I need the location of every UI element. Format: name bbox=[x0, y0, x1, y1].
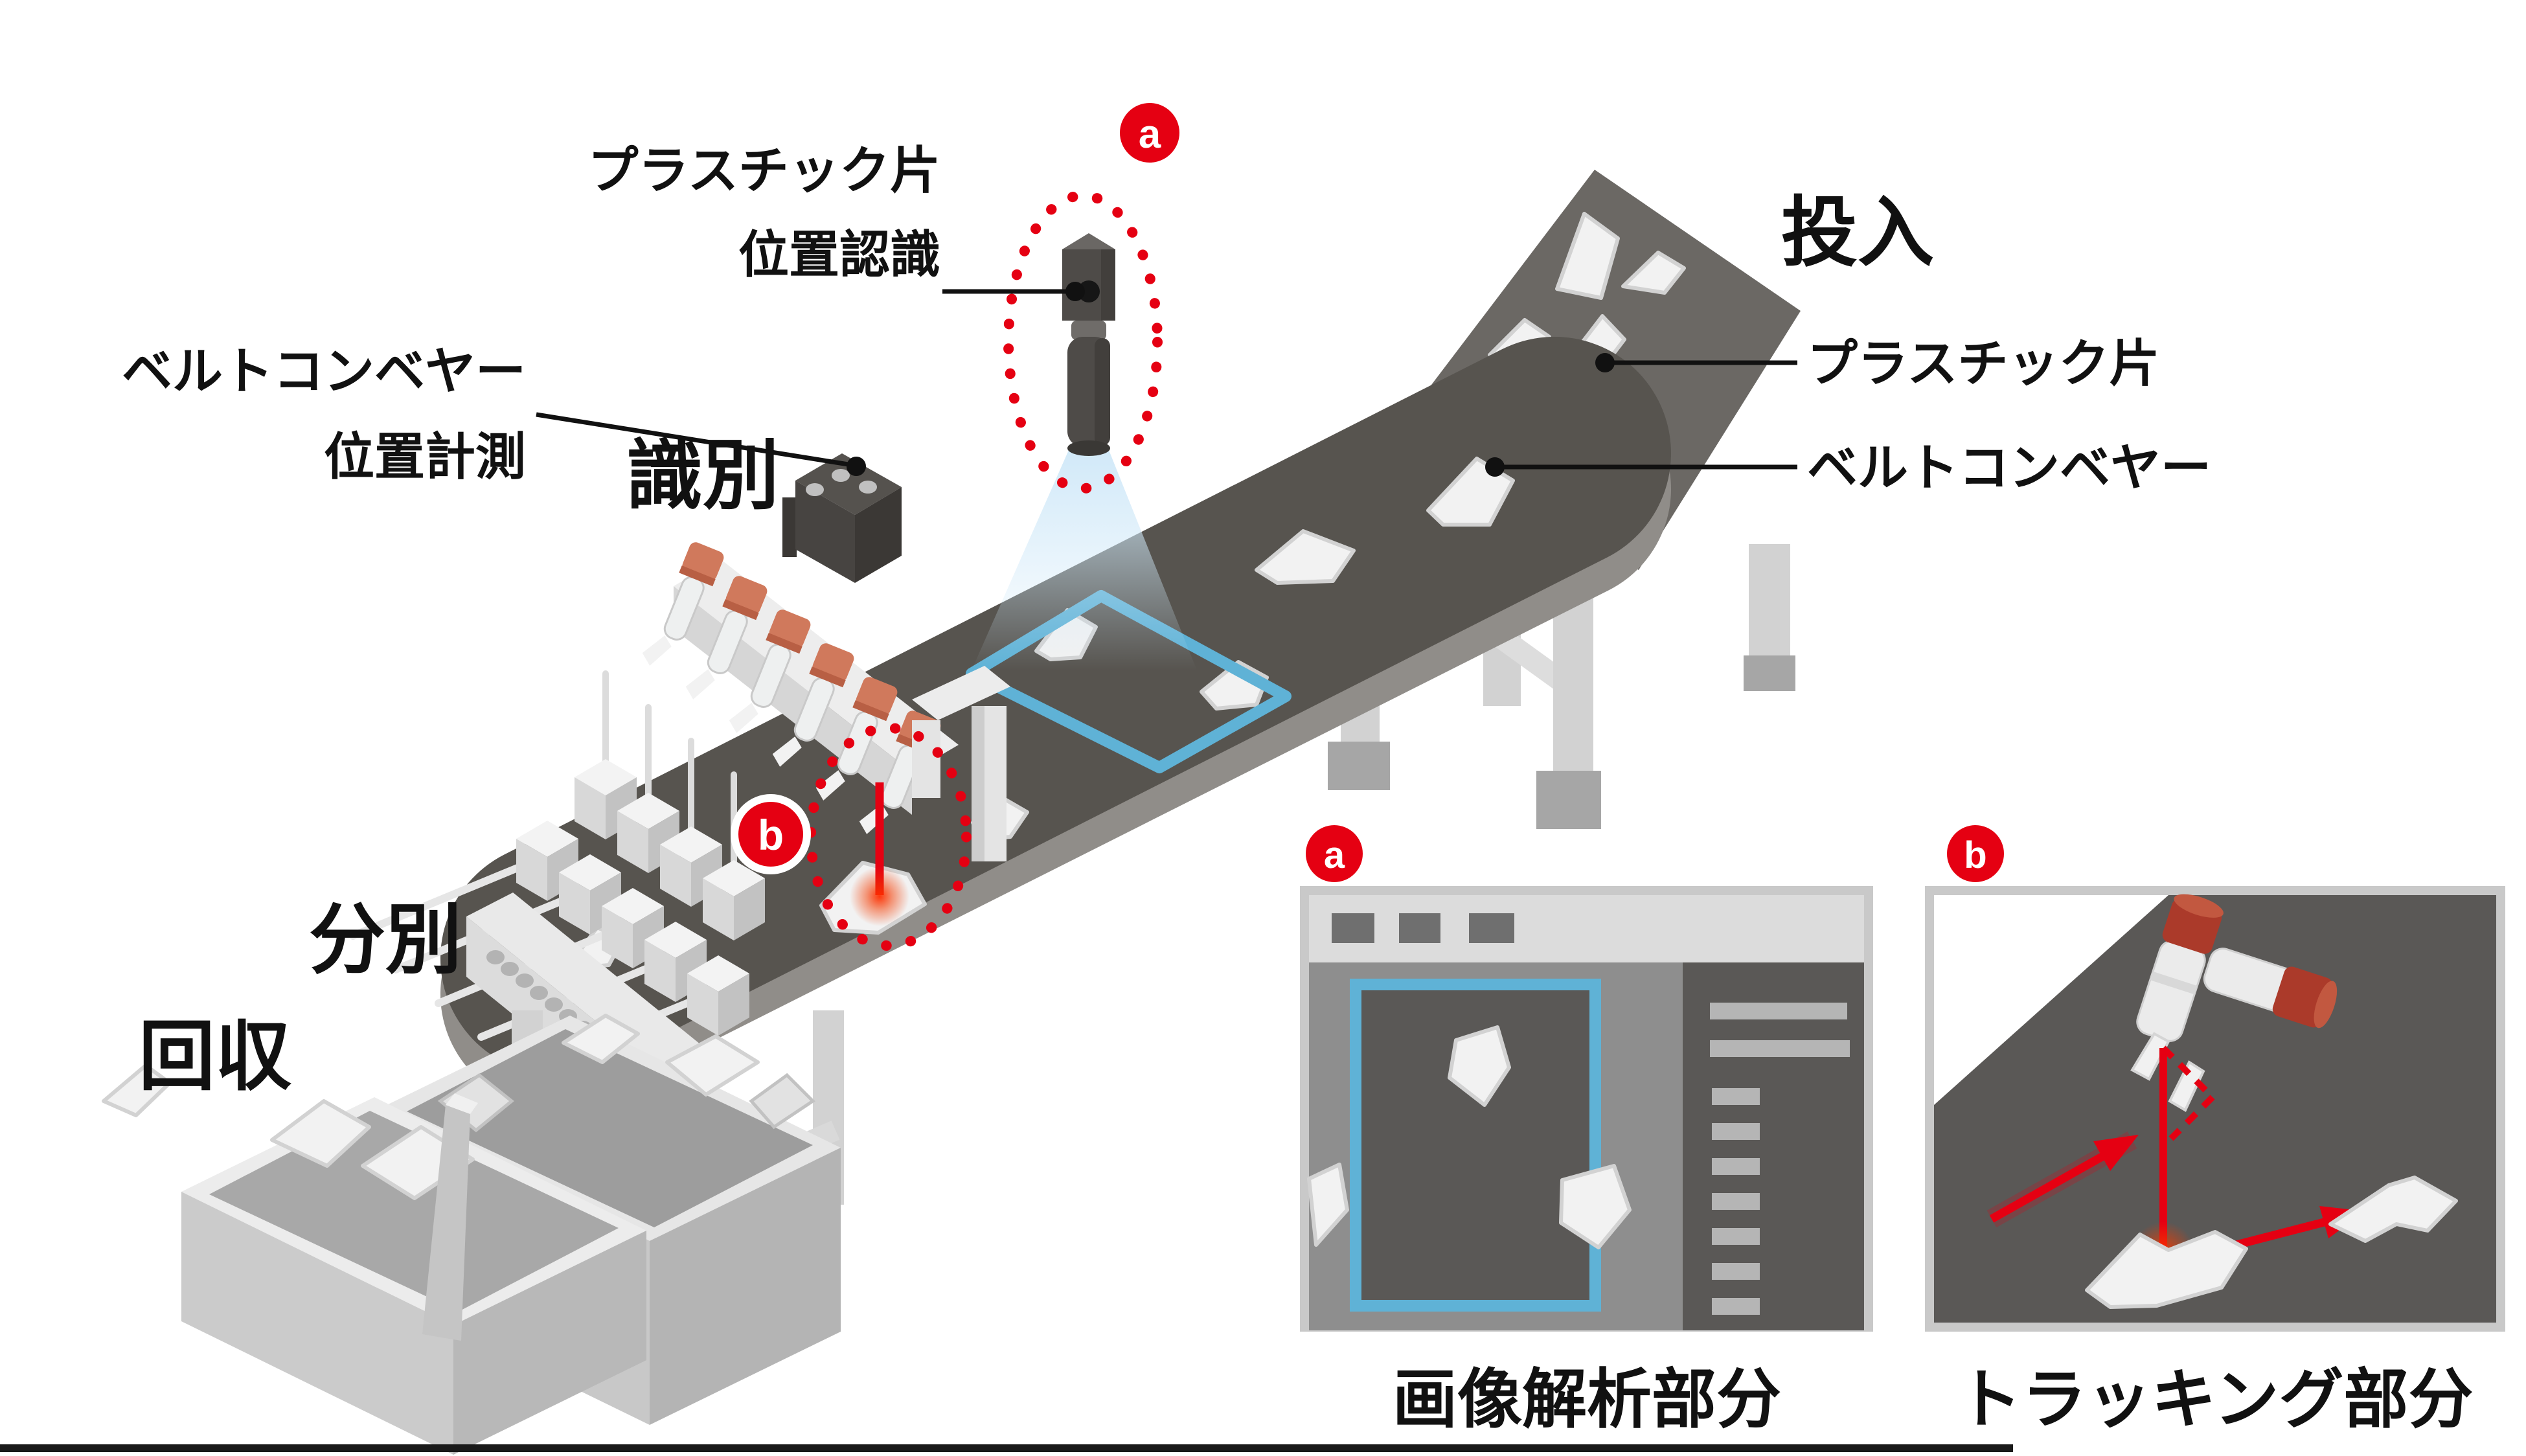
encoder-sensor bbox=[782, 453, 902, 583]
stage-identify: 識別 bbox=[626, 433, 779, 519]
badge-a-main: a bbox=[1120, 103, 1179, 163]
sorting-station bbox=[349, 542, 1010, 1075]
camera-light-cone bbox=[972, 450, 1197, 670]
collection-bins bbox=[102, 1014, 841, 1455]
bottom-divider bbox=[0, 1444, 2013, 1452]
window-menu-item bbox=[1469, 913, 1514, 943]
laser-glow bbox=[850, 867, 909, 926]
encoder-label-line2: 位置計測 bbox=[324, 428, 526, 485]
stage-sort: 分別 bbox=[309, 898, 462, 983]
window-menu-item bbox=[1332, 913, 1374, 943]
belt-conveyor-label: ベルトコンベヤー bbox=[1807, 439, 2211, 496]
badge-b-panel: b bbox=[1947, 825, 2004, 882]
labels: プラスチック片 位置認識 ベルトコンベヤー 位置計測 識別 投入 分別 回収 プ… bbox=[122, 142, 2211, 1100]
panel-tracking: b bbox=[1925, 825, 2505, 1436]
dotted-highlight-a bbox=[1003, 190, 1163, 494]
camera-label-line2: 位置認識 bbox=[738, 226, 940, 283]
badge-b-letter: b bbox=[758, 811, 784, 859]
tracking-spot: b bbox=[731, 723, 972, 951]
gantry-bracket bbox=[912, 666, 1010, 861]
stage-collect: 回収 bbox=[139, 1014, 291, 1100]
window-menu-item bbox=[1399, 913, 1440, 943]
plastic-piece-label: プラスチック片 bbox=[1807, 335, 2159, 392]
badge-b-main: b bbox=[731, 794, 811, 874]
actuator-blocks bbox=[516, 759, 765, 1036]
tracking-nozzle-device bbox=[2130, 894, 2338, 1112]
panel-b-caption: トラッキング部分 bbox=[1957, 1363, 2474, 1436]
badge-a-letter: a bbox=[1139, 112, 1161, 157]
camera-lens bbox=[1078, 280, 1100, 302]
panel-a-badge-letter: a bbox=[1324, 834, 1345, 876]
analysis-text-bars bbox=[1710, 1003, 1850, 1315]
camera-label-line1: プラスチック片 bbox=[588, 142, 940, 199]
panel-b-badge-letter: b bbox=[1964, 834, 1986, 876]
encoder-label-line1: ベルトコンベヤー bbox=[122, 343, 526, 400]
panel-image-analysis: a 画像解析部分 bbox=[1300, 825, 1873, 1436]
stage-input: 投入 bbox=[1781, 190, 1934, 276]
recognition-camera: a bbox=[1003, 103, 1179, 494]
badge-a-panel: a bbox=[1306, 825, 1363, 882]
dotted-highlight-b bbox=[806, 723, 972, 951]
panel-a-caption: 画像解析部分 bbox=[1393, 1363, 1781, 1436]
